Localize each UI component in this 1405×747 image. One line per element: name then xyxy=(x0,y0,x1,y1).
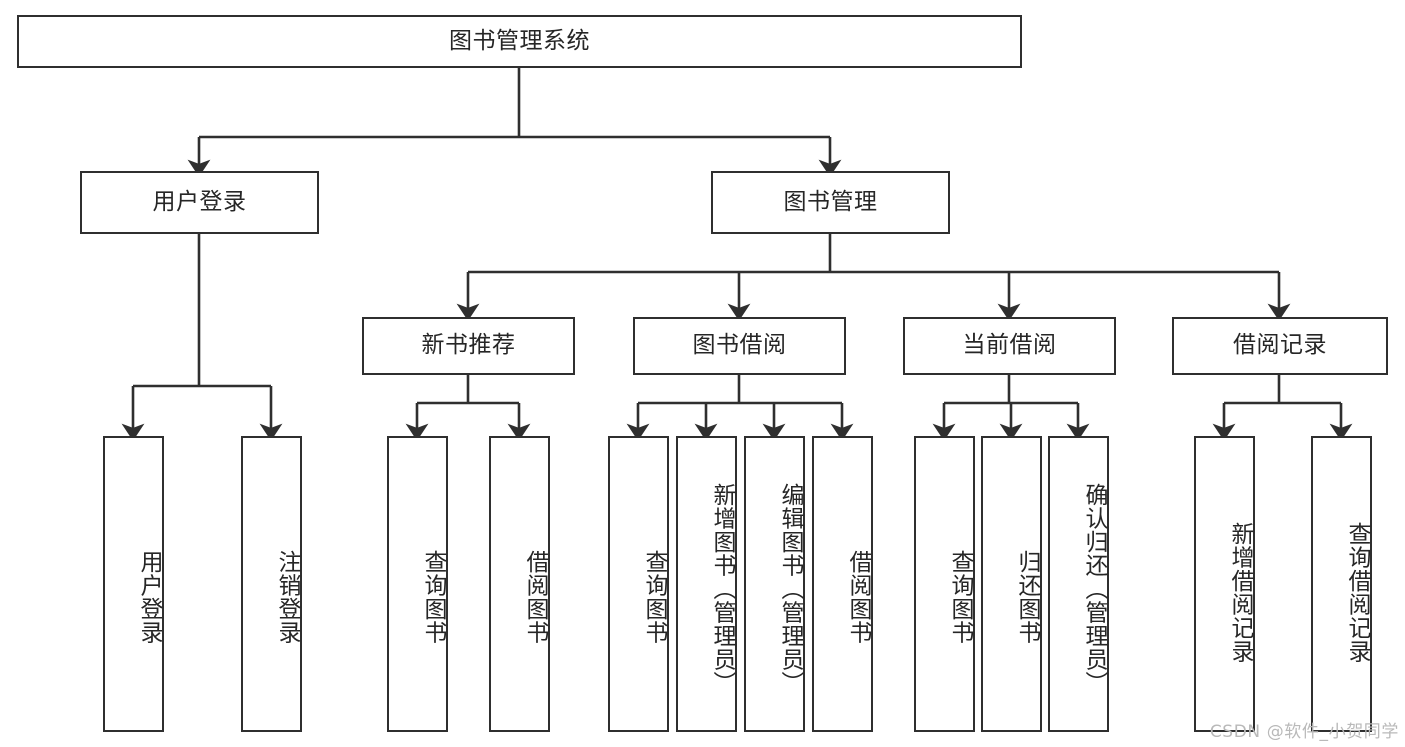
node-borrow-record[interactable]: 借阅记录 xyxy=(1172,317,1388,375)
leaf-user-login-signout[interactable]: 注销登录 xyxy=(241,436,302,732)
node-new-book-recommend[interactable]: 新书推荐 xyxy=(362,317,575,375)
node-root-system[interactable]: 图书管理系统 xyxy=(17,15,1022,68)
leaf-borrow-record-add[interactable]: 新增借阅记录 xyxy=(1194,436,1255,732)
node-book-borrow[interactable]: 图书借阅 xyxy=(633,317,846,375)
leaf-borrow-record-query[interactable]: 查询借阅记录 xyxy=(1311,436,1372,732)
leaf-book-borrow-lend[interactable]: 借阅图书 xyxy=(812,436,873,732)
leaf-new-book-borrow[interactable]: 借阅图书 xyxy=(489,436,550,732)
leaf-new-book-query[interactable]: 查询图书 xyxy=(387,436,448,732)
leaf-current-borrow-query[interactable]: 查询图书 xyxy=(914,436,975,732)
leaf-book-borrow-query[interactable]: 查询图书 xyxy=(608,436,669,732)
node-book-manage[interactable]: 图书管理 xyxy=(711,171,950,234)
csdn-watermark: CSDN @软件_小贺同学 xyxy=(1209,722,1399,742)
leaf-user-login-signin[interactable]: 用户登录 xyxy=(103,436,164,732)
leaf-current-borrow-return[interactable]: 归还图书 xyxy=(981,436,1042,732)
leaf-book-borrow-edit[interactable]: 编辑图书（管理员） xyxy=(744,436,805,732)
leaf-book-borrow-add[interactable]: 新增图书（管理员） xyxy=(676,436,737,732)
leaf-current-borrow-confirm-return[interactable]: 确认归还（管理员） xyxy=(1048,436,1109,732)
node-user-login[interactable]: 用户登录 xyxy=(80,171,319,234)
node-current-borrow[interactable]: 当前借阅 xyxy=(903,317,1116,375)
